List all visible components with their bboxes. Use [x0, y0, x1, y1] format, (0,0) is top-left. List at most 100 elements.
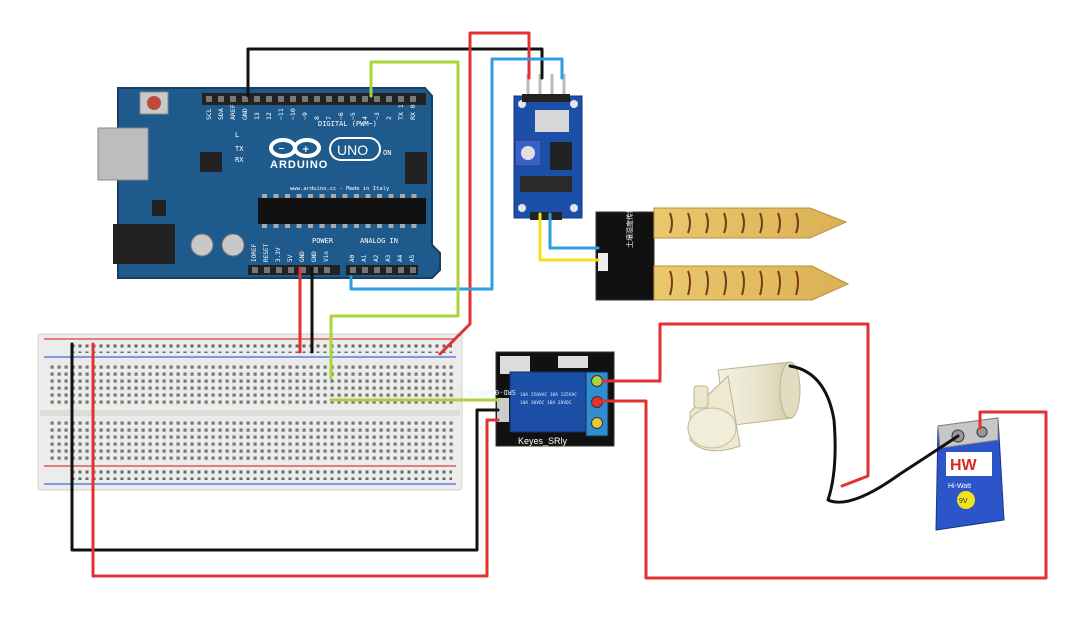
wire-relay-to-battery	[601, 399, 1048, 580]
top-pin-label: 7	[325, 116, 333, 120]
probe-trace	[795, 212, 799, 234]
battery-9v: HW Hi-Watt 9V	[935, 417, 1005, 531]
probe-label: 土壤湿度传感器	[625, 199, 634, 248]
top-pin-label: SDA	[217, 108, 225, 120]
bottom-power-rail	[72, 470, 452, 480]
header-pin	[266, 96, 272, 102]
power-pin	[252, 267, 258, 273]
wire-relay-gnd	[70, 342, 500, 552]
probe-trace	[687, 270, 691, 296]
chip-pin	[319, 194, 325, 198]
chip-pin	[296, 194, 302, 198]
header-pin	[338, 96, 344, 102]
power-jack	[113, 224, 175, 264]
header-pin	[242, 96, 248, 102]
usb-port	[97, 127, 149, 181]
relay-switch	[558, 356, 588, 368]
power-pin	[312, 267, 318, 273]
usb-chip	[200, 152, 222, 172]
chip-pin	[296, 224, 302, 228]
power-label: POWER	[312, 237, 334, 245]
top-pin-label: TX 1	[397, 104, 405, 120]
chip-pin	[308, 194, 313, 198]
analog-pin-label: A5	[409, 254, 416, 262]
reset-button-cap	[147, 96, 161, 110]
pump-motor-end	[779, 361, 801, 419]
top-pin-label: GND	[241, 108, 249, 120]
wire-probe-2	[548, 212, 600, 250]
terminal-nc	[591, 417, 603, 429]
icsp-header	[405, 152, 427, 184]
analog-pin-label: A2	[373, 254, 380, 262]
capacitor	[221, 233, 245, 257]
chip-pin	[411, 224, 417, 228]
breadboard-top-half	[48, 364, 454, 404]
header-pin	[278, 96, 284, 102]
breadboard-bottom-half	[48, 420, 454, 460]
soil-moisture-probe: 土壤湿度传感器	[595, 199, 850, 301]
smd-components	[520, 176, 572, 192]
probe-trace	[795, 270, 799, 296]
top-pin-label: 13	[253, 112, 261, 120]
atmega-chip	[258, 198, 426, 224]
wire-digital-signal	[329, 60, 460, 380]
top-pin-label: RX 0	[409, 104, 417, 120]
probe-pins	[598, 253, 608, 271]
wire-vcc-to-sensor	[438, 31, 531, 356]
rx-led-label: RX	[235, 156, 244, 164]
website-text: www.arduino.cc - Made in Italy	[290, 186, 390, 192]
svg-text:−: −	[278, 144, 285, 153]
header-pin	[398, 96, 404, 102]
relay-module: SRD-05VDC-SL-C 10A 250VAC 10A 125VAC 10A…	[457, 351, 615, 447]
chip-pin	[342, 224, 348, 228]
relay-text-1: SRD-05VDC-SL-C	[457, 388, 516, 396]
analog-label: ANALOG IN	[360, 237, 398, 245]
power-pin	[300, 267, 306, 273]
battery-label-area	[946, 452, 992, 476]
header-pin	[386, 96, 392, 102]
analog-header	[346, 265, 418, 275]
l-led-label: L	[235, 131, 239, 139]
header-pin	[230, 96, 236, 102]
chip-pin	[354, 194, 359, 198]
wire-probe-1	[538, 212, 600, 262]
relay-jumper	[500, 356, 530, 374]
relay-cube	[509, 371, 587, 433]
probe-trace	[669, 212, 673, 234]
relay-module-label: Keyes_SRly	[518, 436, 568, 446]
terminal-no	[591, 375, 603, 387]
terminal-com	[591, 396, 603, 408]
relay-input-pins	[497, 398, 509, 422]
probe-trace	[759, 270, 763, 296]
uno-badge	[329, 137, 381, 161]
pump-outlet	[693, 385, 709, 409]
chip-pin	[388, 194, 394, 198]
battery-terminal-pos	[976, 426, 988, 438]
power-pin-label: IOREF	[251, 244, 258, 262]
svg-text:+: +	[302, 145, 310, 155]
top-pin-label: ~9	[301, 112, 309, 120]
chip-pin	[400, 194, 405, 198]
top-pin-label: ~11	[277, 108, 285, 120]
probe-trace	[723, 270, 727, 296]
chip-pin	[285, 224, 290, 228]
digital-label: DIGITAL (PWM~)	[318, 120, 377, 128]
probe-trace	[759, 212, 763, 234]
header-pin	[410, 96, 416, 102]
header-pin	[290, 96, 296, 102]
top-pin-label: 8	[313, 116, 321, 120]
probe-trace	[705, 270, 709, 296]
chip-pin	[331, 224, 336, 228]
header-pin	[314, 96, 320, 102]
regulator	[152, 200, 166, 216]
probe-trace	[777, 212, 781, 234]
chip-pin	[342, 194, 348, 198]
probe-trace	[741, 212, 745, 234]
power-pin-label: RESET	[263, 244, 270, 262]
power-pin	[324, 267, 330, 273]
top-pin-label: 12	[265, 112, 273, 120]
top-pin-label: ~10	[289, 108, 297, 120]
chip-pin	[331, 194, 336, 198]
